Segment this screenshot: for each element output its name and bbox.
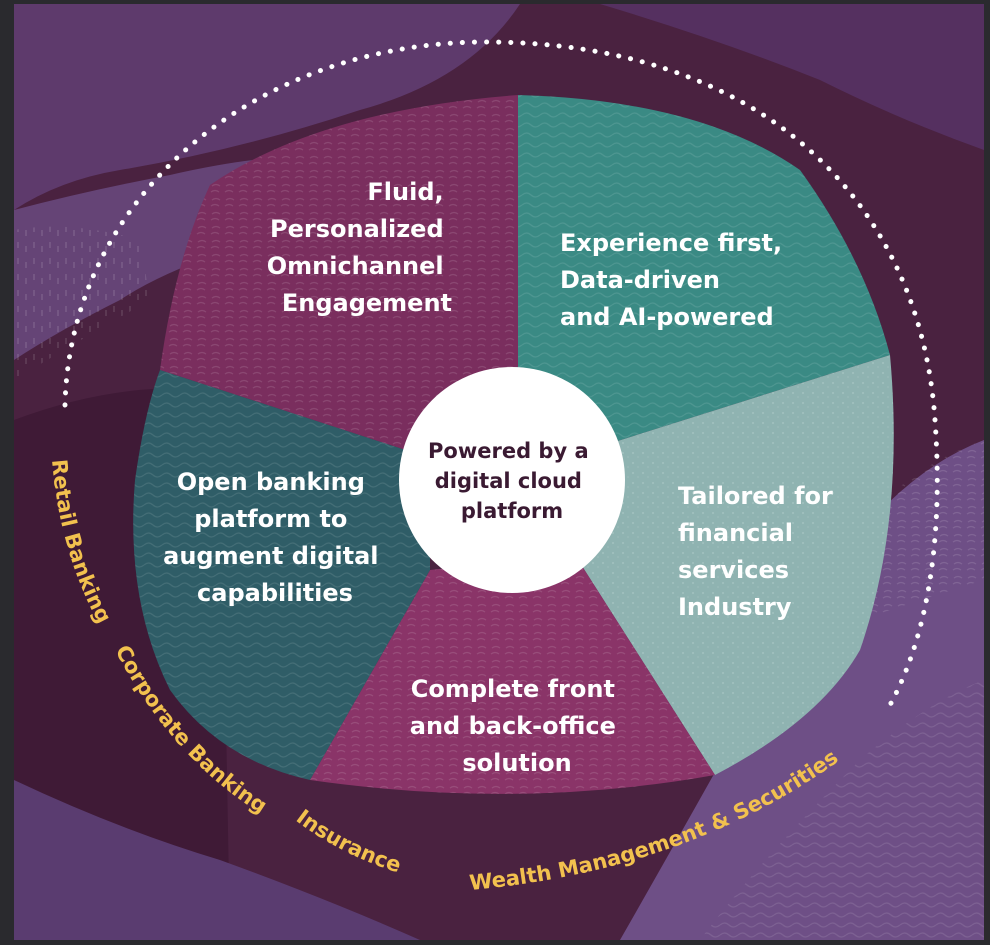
segment-line: Personalized: [270, 215, 444, 243]
segment-line: and AI-powered: [560, 303, 774, 331]
segment-fluid-label: Fluid, Personalized Omnichannel Engageme…: [267, 178, 452, 317]
segment-line: Complete front: [411, 675, 615, 703]
segment-line: Tailored for: [678, 482, 833, 510]
center-label: Powered by a digital cloud platform: [428, 439, 596, 523]
segment-line: augment digital: [163, 542, 378, 570]
segment-line: Industry: [678, 593, 792, 621]
segment-line: platform to: [194, 505, 347, 533]
center-line: platform: [461, 499, 563, 523]
segment-line: capabilities: [197, 579, 353, 607]
segment-line: Data-driven: [560, 266, 720, 294]
segment-line: and back-office: [410, 712, 616, 740]
segment-complete-label: Complete front and back-office solution: [410, 675, 624, 777]
segment-line: Engagement: [282, 289, 452, 317]
center-line: digital cloud: [435, 469, 582, 493]
segment-line: Experience first,: [560, 229, 782, 257]
segment-line: Open banking: [177, 468, 365, 496]
segment-open-label: Open banking platform to augment digital…: [163, 468, 387, 607]
segment-line: financial: [678, 519, 793, 547]
center-line: Powered by a: [428, 439, 589, 463]
segment-tailored-label: Tailored for financial services Industry: [678, 482, 841, 621]
segment-line: solution: [462, 749, 571, 777]
segment-line: services: [678, 556, 789, 584]
wheel: [133, 95, 894, 794]
segment-experience-label: Experience first, Data-driven and AI-pow…: [560, 229, 790, 331]
segment-line: Omnichannel: [267, 252, 444, 280]
segment-line: Fluid,: [367, 178, 443, 206]
dotted-ring: [62, 39, 940, 708]
center-circle: [399, 367, 625, 593]
